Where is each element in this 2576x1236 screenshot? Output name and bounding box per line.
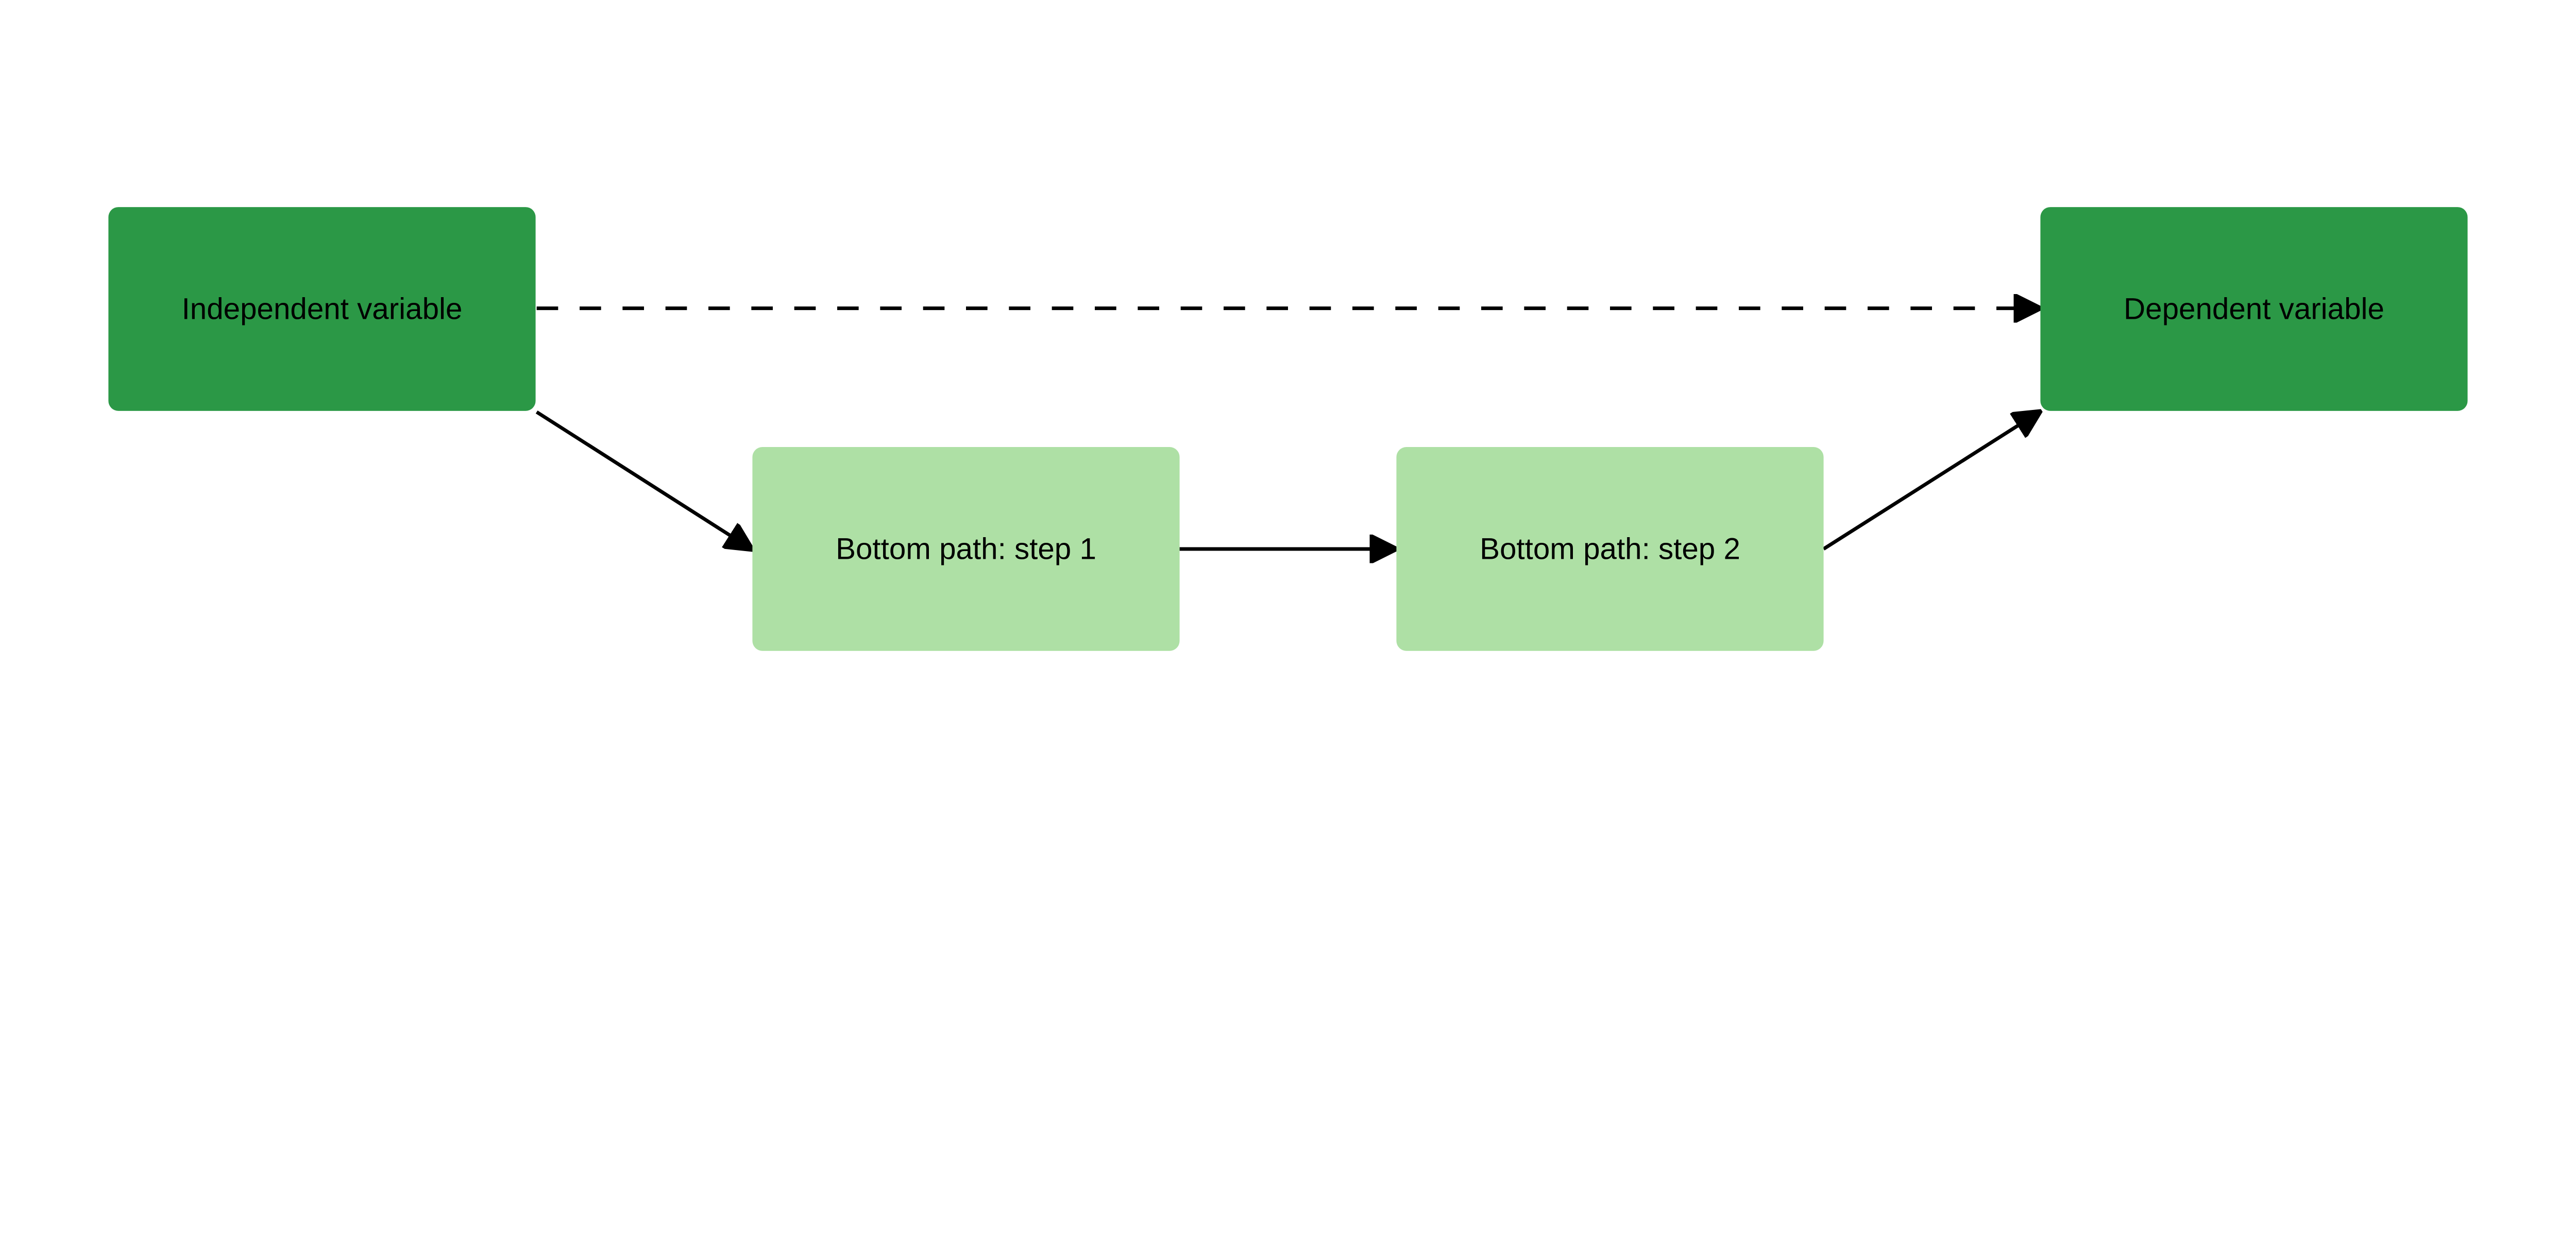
node-iv: Independent variable bbox=[108, 207, 536, 411]
node-label: Independent variable bbox=[182, 292, 463, 325]
node-label: Bottom path: step 2 bbox=[1480, 532, 1740, 565]
node-label: Dependent variable bbox=[2124, 292, 2384, 325]
node-box bbox=[108, 207, 536, 411]
mediation-diagram: Independent variable Dependent variableBo… bbox=[108, 207, 2468, 651]
edge-s2-to-dv bbox=[1822, 412, 2040, 551]
node-label: Bottom path: step 1 bbox=[836, 532, 1096, 565]
edge-iv-to-s1 bbox=[535, 410, 752, 549]
node-box bbox=[752, 447, 1180, 651]
node-box bbox=[1396, 447, 1824, 651]
node-s2: Bottom path: step 2 bbox=[1396, 447, 1824, 651]
node-box bbox=[2040, 207, 2468, 411]
node-s1: Bottom path: step 1 bbox=[752, 447, 1180, 651]
edges-layer bbox=[535, 308, 2040, 551]
nodes-layer: Independent variable Dependent variableBo… bbox=[108, 207, 2468, 651]
node-dv: Dependent variable bbox=[2040, 207, 2468, 411]
